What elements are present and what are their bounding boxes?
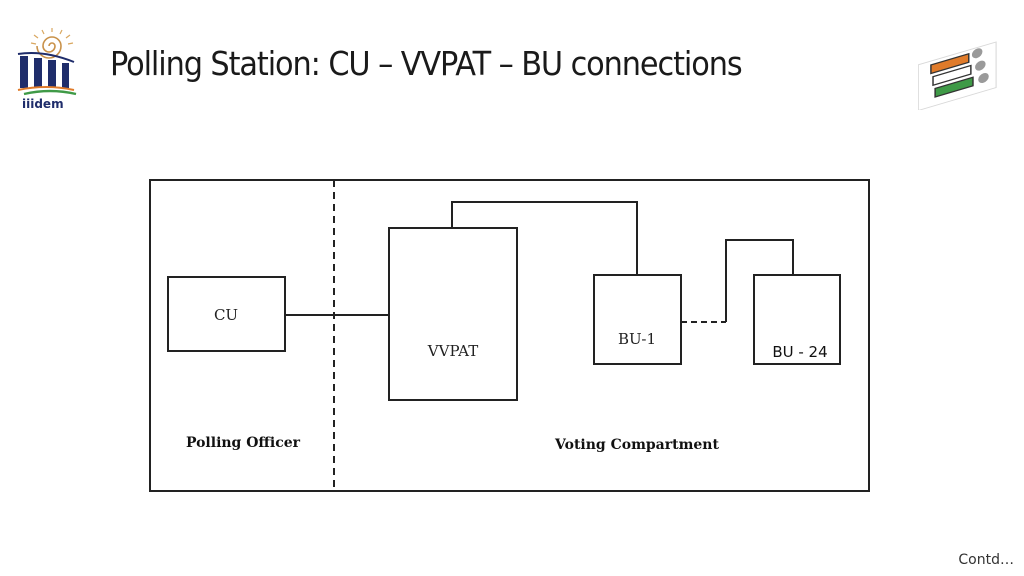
unit-bu-1: BU-1 <box>593 274 682 365</box>
bu-1-label: BU-1 <box>618 330 656 348</box>
vvpat-label: VVPAT <box>427 342 478 360</box>
cu-label: CU <box>214 306 238 324</box>
zone-label-polling-officer: Polling Officer <box>186 435 301 451</box>
sun-swirl-icon <box>30 28 74 59</box>
continued-note: Contd… <box>958 552 1014 568</box>
iiidem-logo-text: iiidem <box>22 97 64 110</box>
connection-bu1-bu24-solid <box>725 239 794 322</box>
cu-box <box>167 276 286 352</box>
bu-1-box <box>593 274 682 365</box>
polling-station-frame <box>149 179 870 492</box>
election-commission-logo <box>917 38 1016 112</box>
unit-vvpat: VVPAT <box>388 227 518 401</box>
zone-label-voting-compartment: Voting Compartment <box>554 437 719 453</box>
iiidem-logo: iiidem <box>14 28 78 111</box>
unit-bu-24: BU - 24 <box>753 274 841 365</box>
columns-icon <box>20 56 69 88</box>
iiidem-logo-graphic: iiidem <box>17 28 77 111</box>
bu-24-box <box>753 274 841 365</box>
connection-vvpat-bu1 <box>451 201 638 275</box>
bu-24-label: BU - 24 <box>772 343 827 361</box>
unit-cu: CU <box>167 276 286 352</box>
evm-ballot-icon <box>917 41 997 112</box>
slide-title: Polling Station: CU – VVPAT – BU connect… <box>110 44 743 83</box>
vvpat-box <box>388 227 518 401</box>
